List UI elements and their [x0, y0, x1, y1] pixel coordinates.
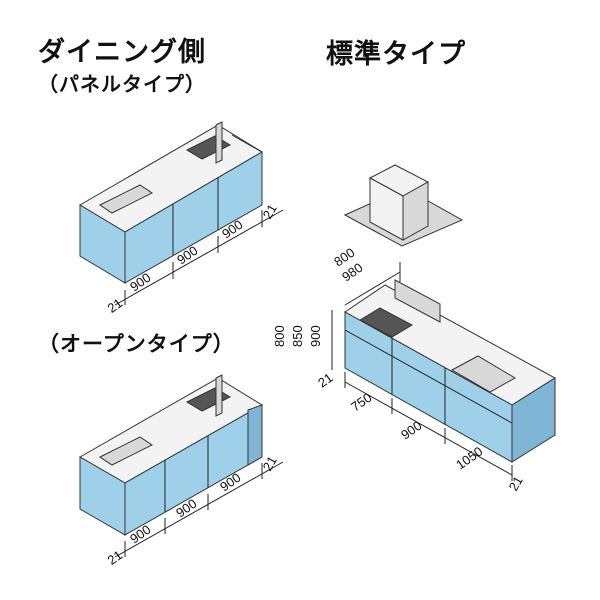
panel-type-title: （パネルタイプ）	[38, 72, 206, 96]
open-dim-side-r: 21	[260, 453, 280, 473]
dining-side-title: ダイニング側	[38, 37, 206, 68]
std-dim-side-r: 21	[506, 473, 526, 493]
open-type-title: （オープンタイプ）	[38, 332, 235, 356]
std-dim-w2: 900	[398, 418, 424, 443]
open-dim-side: 21	[105, 547, 125, 568]
standard-type-title: 標準タイプ	[326, 39, 466, 70]
std-dim-side-l: 21	[315, 370, 335, 391]
panel-dim-side: 21	[105, 295, 125, 316]
std-dim-w1: 750	[348, 390, 374, 415]
std-dim-h3: 900	[308, 325, 323, 347]
standard-type-kitchen	[344, 279, 556, 463]
std-dim-w3: 1050	[453, 444, 485, 473]
panel-dim-side-r: 21	[260, 201, 280, 221]
range-hood	[343, 164, 464, 247]
open-type-kitchen	[78, 374, 263, 536]
open-type-dimensions: 21 900 900 900 21	[105, 453, 284, 568]
std-dim-h2: 850	[290, 325, 305, 347]
panel-type-kitchen	[79, 121, 263, 284]
std-dim-h1: 800	[272, 325, 287, 347]
